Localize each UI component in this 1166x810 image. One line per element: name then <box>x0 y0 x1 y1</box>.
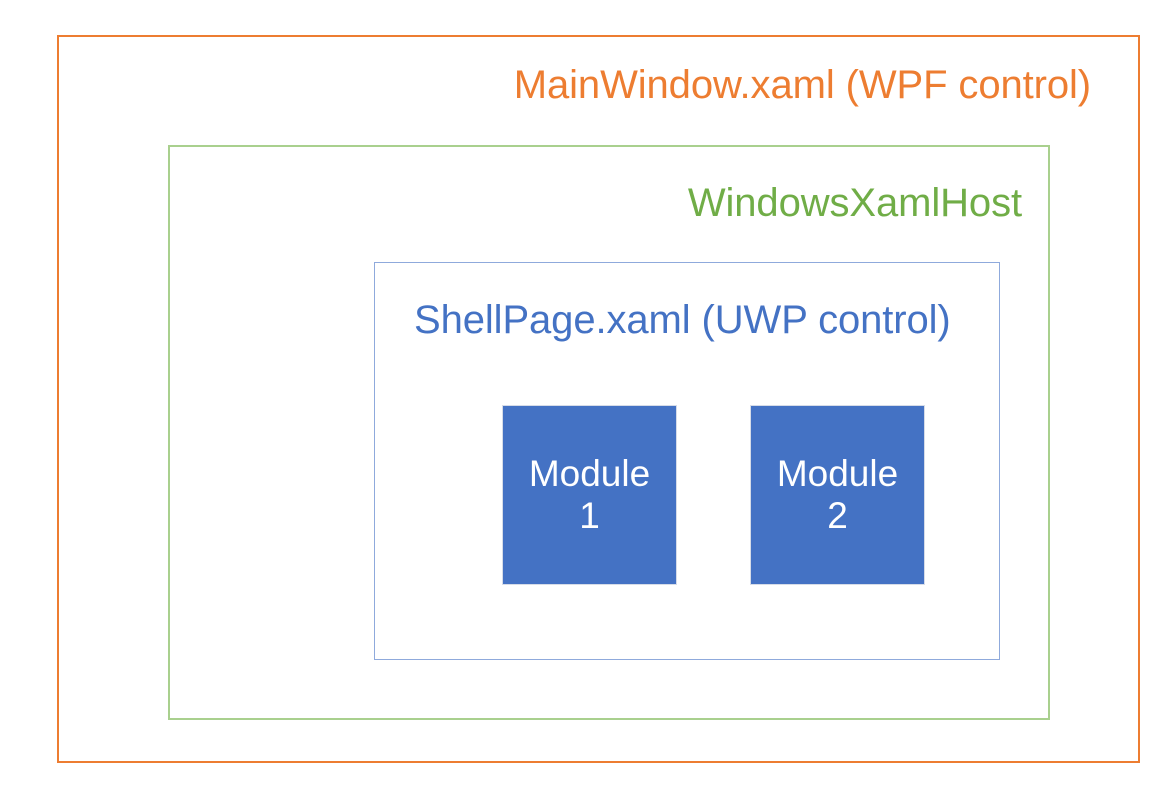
module-row: Module 1 Module 2 <box>375 263 999 659</box>
layer-windowsxamlhost-label: WindowsXamlHost <box>687 181 1022 225</box>
module-box-1[interactable]: Module 1 <box>503 406 676 584</box>
module-1-number: 1 <box>579 495 600 536</box>
module-2-name: Module <box>776 453 899 495</box>
module-1-name: Module <box>528 453 651 495</box>
layer-mainwindow-label: MainWindow.xaml (WPF control) <box>513 63 1091 107</box>
layer-shellpage-box: ShellPage.xaml (UWP control) Module 1 Mo… <box>374 262 1000 660</box>
module-box-2[interactable]: Module 2 <box>751 406 924 584</box>
layer-mainwindow-box: MainWindow.xaml (WPF control) WindowsXam… <box>57 35 1140 763</box>
layer-windowsxamlhost-box: WindowsXamlHost ShellPage.xaml (UWP cont… <box>168 145 1050 720</box>
layer-shellpage-label: ShellPage.xaml (UWP control) <box>414 298 951 342</box>
module-2-number: 2 <box>827 495 848 536</box>
